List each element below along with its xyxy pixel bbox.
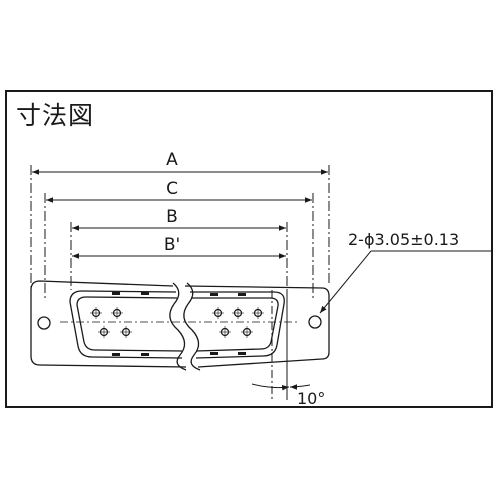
shell-tab (141, 353, 149, 356)
dimension-lines (32, 169, 328, 259)
shell-outer-left (69, 290, 183, 359)
connector-body (30, 280, 330, 371)
shell-tab (238, 352, 246, 355)
hole-leader-line (319, 250, 372, 314)
angle-indicator (251, 290, 311, 400)
pin-crosshairs (90, 307, 264, 338)
break-line-right (183, 282, 201, 371)
shell-tab (238, 293, 246, 296)
shell-tabs (112, 292, 246, 356)
shell-tab (210, 293, 218, 296)
hole-note: 2-ϕ3.05±0.13 (348, 230, 459, 249)
shell-inner-right (191, 297, 279, 352)
shell-inner-left (76, 296, 183, 352)
angle-arrow-right (289, 384, 311, 390)
extension-lines (30, 165, 330, 300)
mounting-hole-left (37, 316, 51, 330)
angle-arrow-left (251, 383, 290, 391)
dimension-label-a: A (166, 150, 178, 170)
pin-contacts (91, 308, 263, 337)
dimension-label-b: B (166, 207, 178, 227)
mounting-hole-right (308, 315, 322, 329)
hole-note-leader (319, 250, 491, 314)
flange-right (184, 285, 330, 368)
shell-tab (112, 292, 120, 295)
shell-tab (112, 353, 120, 356)
angle-note: 10° (297, 389, 325, 408)
break-line-left (169, 282, 187, 371)
frame-border (5, 90, 493, 408)
shell-outer-right (190, 291, 285, 359)
flange-left (30, 280, 187, 368)
shell-tab (210, 352, 218, 355)
dimension-label-b-prime: B' (164, 235, 180, 255)
dimension-label-c: C (166, 179, 178, 199)
drawing-title: 寸法図 (16, 101, 95, 130)
shell-tab (141, 292, 149, 295)
